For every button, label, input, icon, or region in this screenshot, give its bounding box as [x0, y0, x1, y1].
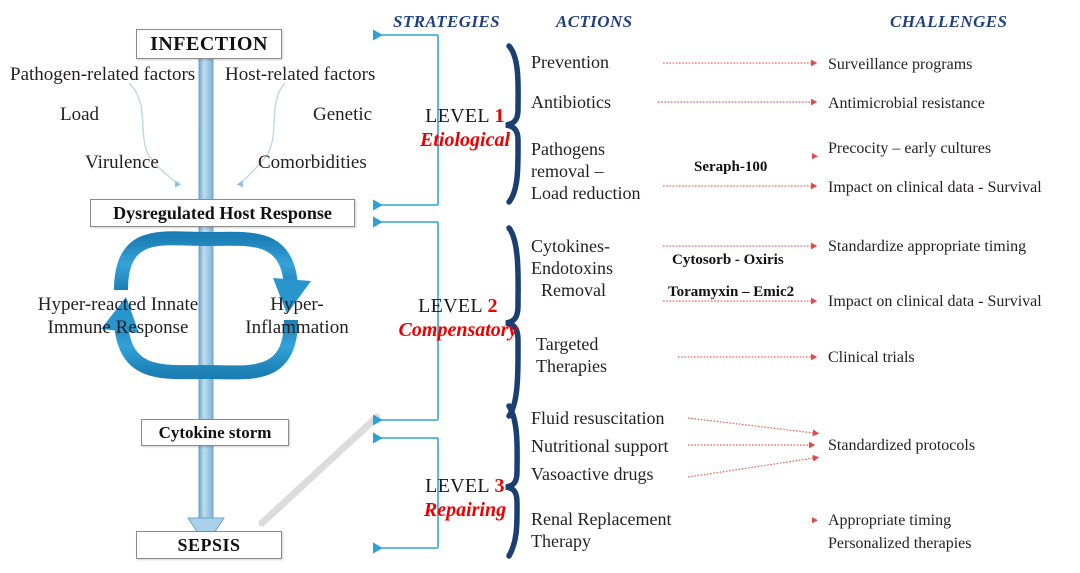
action-pathogens-line3: Load reduction [531, 182, 641, 203]
red-connector-fluid [687, 417, 820, 437]
challenge-antimicrobial-resistance: Antimicrobial resistance [828, 95, 985, 112]
label-virulence: Virulence [85, 152, 159, 173]
label-load: Load [60, 104, 100, 125]
level-3-line1: LEVEL 3 [385, 475, 545, 498]
level-2-line1: LEVEL 2 [378, 295, 538, 318]
level-3-name: Repairing [423, 499, 507, 521]
action-cytokines-line3: Removal [541, 279, 606, 300]
action-cytokines-line2: Endotoxins [531, 257, 614, 278]
challenge-impact-clinical-data-survival-2: Impact on clinical data - Survival [828, 293, 1042, 310]
action-prevention: Prevention [531, 52, 609, 72]
device-cytosorb-oxiris: Cytosorb - Oxiris [672, 252, 784, 268]
action-pathogens-line2: removal – [531, 160, 604, 181]
level-3-number: 3 [494, 475, 505, 497]
action-vasoactive-drugs: Vasoactive drugs [531, 464, 654, 484]
cycle-right-line2: Inflammation [245, 316, 349, 338]
level-1-label: LEVEL 1 Etiological [385, 105, 545, 152]
red-bullet-markers [812, 153, 818, 524]
label-pathogen-related-factors: Pathogen-related factors [10, 64, 196, 85]
action-cytokines-endotoxins-removal: Cytokines- Endotoxins Removal [531, 236, 613, 302]
challenge-surveillance-programs: Surveillance programs [828, 56, 973, 73]
level-1-name: Etiological [420, 129, 510, 151]
level-2-name: Compensatory [398, 319, 518, 341]
action-antibiotics: Antibiotics [531, 92, 611, 112]
label-hyper-inflammation: Hyper- Inflammation [229, 294, 365, 340]
label-host-related-factors: Host-related factors [225, 64, 376, 85]
challenge-clinical-trials: Clinical trials [828, 349, 915, 366]
box-cytokine-storm: Cytokine storm [141, 419, 289, 446]
label-hyper-reacted-innate-immune-response: Hyper-reacted Innate Immune Response [28, 294, 208, 340]
level-1-line1: LEVEL 1 [385, 105, 545, 128]
level-2-number: 2 [487, 295, 498, 317]
header-actions: ACTIONS [556, 12, 633, 31]
box-dysregulated-host-response: Dysregulated Host Response [90, 199, 355, 227]
action-nutritional-support: Nutritional support [531, 436, 669, 456]
level-2-label: LEVEL 2 Compensatory [378, 295, 538, 342]
device-seraph-100: Seraph-100 [694, 159, 768, 175]
action-targeted-line2: Therapies [536, 355, 607, 376]
header-challenges: CHALLENGES [890, 12, 1008, 31]
action-pathogens-line1: Pathogens [531, 139, 605, 159]
device-toramyxin-emic2: Toramyxin – Emic2 [668, 284, 795, 300]
header-strategies: STRATEGIES [393, 12, 500, 31]
challenge-appropriate-timing: Appropriate timing [828, 512, 952, 529]
label-comorbidities: Comorbidities [258, 152, 367, 173]
action-targeted-line1: Targeted [536, 334, 599, 354]
challenge-impact-clinical-data-survival-1: Impact on clinical data - Survival [828, 179, 1042, 196]
challenge-standardized-protocols: Standardized protocols [828, 437, 976, 454]
level-3-word: LEVEL [425, 475, 490, 497]
action-renal-replacement-therapy: Renal Replacement Therapy [531, 509, 671, 553]
cycle-left-line1: Hyper-reacted Innate [37, 294, 199, 315]
label-genetic: Genetic [313, 104, 373, 125]
red-connector-vasoactive [687, 454, 820, 478]
cycle-right-line1: Hyper- [270, 294, 324, 315]
challenge-personalized-therapies: Personalized therapies [828, 535, 972, 552]
level-3-label: LEVEL 3 Repairing [385, 475, 545, 522]
box-infection: INFECTION [136, 29, 282, 59]
challenge-precocity-early-cultures: Precocity – early cultures [828, 140, 992, 157]
action-cytokines-line1: Cytokines- [531, 236, 610, 256]
red-bullet-renal [812, 517, 818, 524]
challenge-standardize-appropriate-timing: Standardize appropriate timing [828, 238, 1027, 255]
action-fluid-resuscitation: Fluid resuscitation [531, 408, 665, 428]
action-renal-line1: Renal Replacement [531, 509, 672, 529]
level-2-word: LEVEL [418, 295, 483, 317]
action-pathogens-removal-load-reduction: Pathogens removal – Load reduction [531, 139, 640, 205]
action-renal-line2: Therapy [531, 530, 591, 551]
level-1-word: LEVEL [425, 105, 490, 127]
cycle-left-line2: Immune Response [47, 316, 189, 338]
red-connectors [658, 59, 820, 478]
red-bullet-precocity [812, 153, 818, 160]
level-1-number: 1 [494, 105, 505, 127]
box-sepsis: SEPSIS [136, 531, 282, 559]
action-targeted-therapies: Targeted Therapies [536, 334, 607, 378]
